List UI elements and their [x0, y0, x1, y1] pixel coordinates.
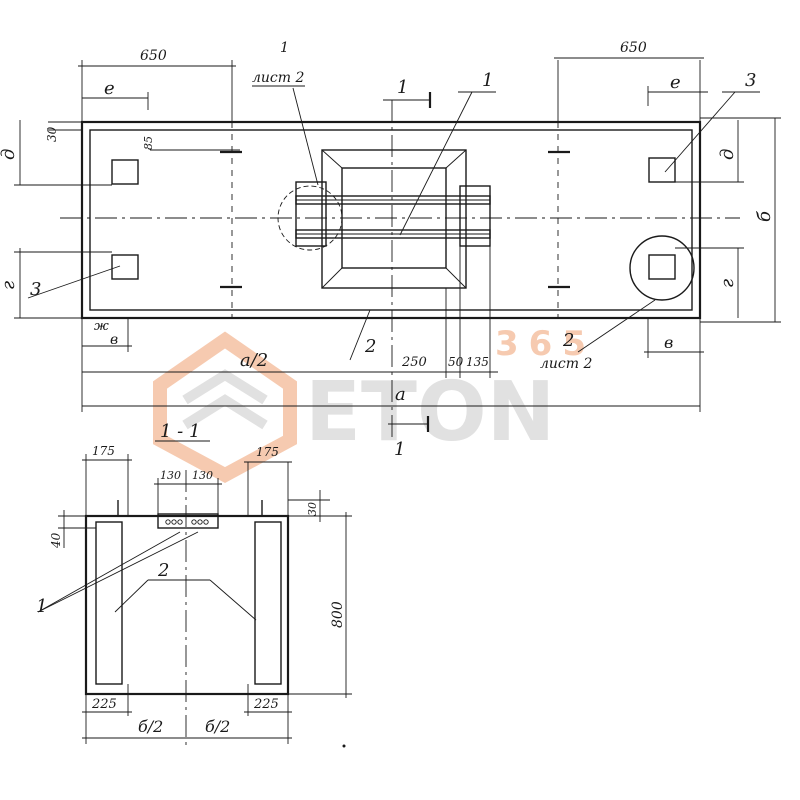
section-dim-175-left: 175 — [92, 444, 115, 458]
pocket-outer — [321, 149, 467, 289]
section-title: 1 - 1 — [160, 421, 200, 442]
dim-d-right: д — [717, 149, 738, 160]
stray-dot — [342, 744, 346, 748]
section-dim-30: 30 — [306, 502, 319, 516]
anchor-hole-bottom-left — [111, 254, 139, 280]
callout-2-bottom-left: 2 — [364, 336, 376, 357]
dim-e-right: е — [670, 72, 681, 93]
section-mark-1-bottom: 1 — [394, 439, 405, 460]
dim-650-right: 650 — [620, 40, 647, 56]
section-leader-2a — [114, 579, 149, 613]
dim-250: 250 — [401, 355, 427, 370]
dim-zh: ж — [94, 319, 109, 334]
dim-a: а — [395, 384, 406, 405]
section-leader-1a — [37, 531, 181, 613]
watermark-logo-icon — [153, 331, 297, 483]
callout-1-top-left: 1 — [280, 40, 289, 56]
section-dim-130-a: 130 — [160, 469, 181, 482]
section-b-half-right: б/2 — [205, 717, 230, 736]
leader-1-left — [292, 87, 319, 186]
embed-plate-left — [295, 181, 327, 247]
section-mark-1-top: 1 — [397, 77, 408, 98]
anchor-hole-top-left — [111, 159, 139, 185]
leader-2-right — [577, 299, 656, 353]
leader-3-right — [664, 91, 736, 173]
dim-v-right: в — [664, 333, 673, 352]
dim-135: 135 — [466, 355, 489, 369]
dim-650-left: 650 — [140, 48, 167, 64]
bolt-hole — [177, 519, 183, 525]
pocket-corner-4 — [445, 267, 467, 289]
dim-50: 50 — [448, 355, 464, 369]
callout-1-top-right: 1 — [482, 70, 493, 91]
leader-2-left — [349, 309, 371, 361]
section-dim-175-right: 175 — [256, 445, 279, 459]
section-embed-plate — [157, 513, 219, 529]
anchor-hole-bottom-right — [648, 254, 676, 280]
dim-v-left: в — [110, 332, 118, 348]
slab-inner-outline — [89, 129, 693, 311]
bolt-hole — [165, 519, 171, 525]
section-callout-1: 1 — [36, 596, 47, 617]
slab-outline — [80, 120, 702, 320]
section-dim-40: 40 — [49, 532, 63, 549]
dim-e-left: е — [104, 78, 115, 99]
watermark-number: 365 — [495, 324, 596, 364]
bolt-hole — [203, 519, 209, 525]
bolt-hole — [191, 519, 197, 525]
section-leader-2b — [209, 579, 257, 621]
section-body-outline — [84, 514, 290, 696]
callout-list2-top: лист 2 — [252, 70, 304, 86]
section-dim-225-right: 225 — [253, 697, 279, 712]
bolt-hole — [197, 519, 203, 525]
watermark: ETON 365 — [153, 324, 596, 483]
pocket-corner-1 — [321, 149, 343, 169]
section-leader-1b — [37, 531, 199, 613]
bolt-hole — [171, 519, 177, 525]
section-void-right — [254, 521, 282, 685]
dim-g-left: г — [0, 281, 19, 290]
anchor-hole-top-right — [648, 157, 676, 183]
callout-3-top-right: 3 — [745, 70, 756, 91]
callout-list2-bottom: лист 2 — [540, 356, 592, 372]
pocket-corner-2 — [445, 149, 467, 169]
section-dim-225-left: 225 — [91, 697, 117, 712]
dim-d-left: д — [0, 149, 19, 160]
leader-3-left — [27, 265, 121, 299]
dim-30: 30 — [45, 126, 59, 142]
detail-circle-left — [277, 185, 343, 251]
section-void-left — [95, 521, 123, 685]
dim-g-right: г — [717, 279, 738, 288]
detail-circle-right — [629, 235, 695, 301]
dim-b-right: б — [754, 210, 775, 222]
callout-2-bottom-right: 2 — [562, 330, 574, 351]
dim-85: 85 — [142, 136, 155, 150]
section-callout-2: 2 — [157, 560, 169, 581]
watermark-brand: ETON — [305, 365, 555, 460]
embed-plate-right — [459, 185, 491, 247]
section-dim-800: 800 — [330, 601, 346, 628]
leader-1-right — [399, 91, 473, 236]
plan-view: 650 650 е е 30 85 д г д г б — [0, 40, 781, 460]
section-dim-130-b: 130 — [192, 469, 213, 482]
dim-a-half: а/2 — [240, 350, 268, 371]
section-b-half-left: б/2 — [138, 717, 163, 736]
section-view: 1 - 1 175 175 130 130 30 — [36, 421, 352, 748]
callout-3-left: 3 — [30, 279, 41, 300]
pocket-corner-3 — [321, 267, 343, 289]
